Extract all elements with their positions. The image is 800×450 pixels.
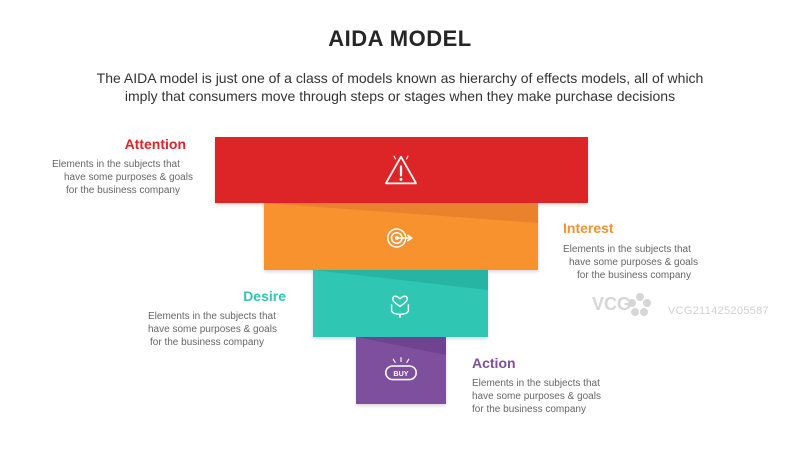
watermark-flower-icon bbox=[628, 293, 651, 316]
stage-title-interest: Interest bbox=[563, 220, 614, 236]
funnel-bar-attention bbox=[215, 137, 588, 203]
funnel-bar-action: BUY bbox=[356, 337, 446, 404]
page-subtitle: The AIDA model is just one of a class of… bbox=[40, 69, 760, 105]
watermark-logo: VCG bbox=[592, 294, 632, 314]
stage-title-attention: Attention bbox=[124, 136, 186, 152]
desc-line: have some purposes & goals bbox=[472, 391, 601, 402]
desc-line: Elements in the subjects that bbox=[52, 159, 180, 170]
stage-desc-desire: Elements in the subjects that have some … bbox=[148, 310, 298, 349]
desc-line: for the business company bbox=[66, 185, 180, 196]
stage-desc-attention: Elements in the subjects that have some … bbox=[52, 158, 202, 197]
target-arrow-icon bbox=[387, 228, 414, 248]
desc-line: Elements in the subjects that bbox=[472, 378, 600, 389]
page-title: AIDA MODEL bbox=[328, 26, 472, 51]
warning-triangle-icon bbox=[385, 155, 417, 185]
buy-button-icon: BUY bbox=[385, 357, 417, 381]
desc-line: have some purposes & goals bbox=[569, 257, 698, 268]
desc-line: have some purposes & goals bbox=[64, 172, 193, 183]
bar-shade bbox=[313, 270, 488, 290]
desc-line: for the business company bbox=[150, 337, 264, 348]
desc-line: for the business company bbox=[577, 270, 691, 281]
bar-shade bbox=[356, 337, 446, 355]
funnel-bar-interest bbox=[264, 203, 538, 270]
subtitle-line-2: imply that consumers move through steps … bbox=[124, 88, 676, 104]
bar-shade bbox=[264, 203, 538, 223]
funnel-bar-desire bbox=[313, 270, 488, 337]
watermark-text: VCG211425205587 bbox=[668, 305, 769, 317]
stage-desc-interest: Elements in the subjects that have some … bbox=[563, 243, 723, 282]
stage-title-desire: Desire bbox=[243, 288, 286, 304]
desc-line: have some purposes & goals bbox=[148, 324, 277, 335]
desc-line: for the business company bbox=[472, 404, 586, 415]
desc-line: Elements in the subjects that bbox=[148, 311, 276, 322]
heart-hand-icon bbox=[390, 295, 410, 318]
buy-icon-label: BUY bbox=[393, 369, 408, 378]
subtitle-line-1: The AIDA model is just one of a class of… bbox=[96, 70, 704, 86]
desc-line: Elements in the subjects that bbox=[563, 244, 691, 255]
stage-title-action: Action bbox=[472, 355, 516, 371]
stage-desc-action: Elements in the subjects that have some … bbox=[472, 377, 632, 416]
